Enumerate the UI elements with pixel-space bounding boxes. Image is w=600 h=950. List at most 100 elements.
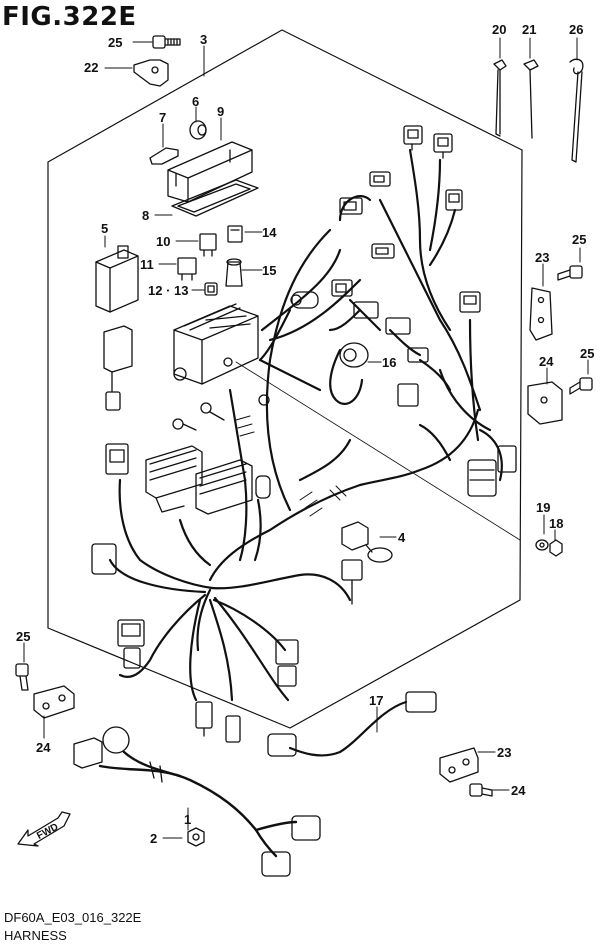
callout-23-lower: 23	[497, 745, 511, 760]
callout-26: 26	[569, 22, 583, 37]
connector-left-2	[105, 443, 129, 475]
callout-15: 15	[262, 263, 276, 278]
callout-10: 10	[156, 234, 170, 249]
callout-11: 11	[140, 257, 154, 272]
harness-17	[267, 691, 437, 757]
connector-right-1	[397, 383, 419, 407]
callout-3: 3	[200, 32, 207, 47]
connector-low-4	[225, 715, 241, 743]
figure-title: FIG.322E	[2, 2, 137, 32]
bracket-23-lower	[439, 747, 479, 783]
connector-right-3	[497, 445, 517, 473]
callout-19: 19	[536, 500, 550, 515]
connector-top-1	[403, 125, 423, 151]
callout-8: 8	[142, 208, 149, 223]
callout-14: 14	[262, 225, 277, 240]
callout-6: 6	[192, 94, 199, 109]
callout-23: 23	[535, 250, 549, 265]
callout-25-right-1: 25	[572, 232, 586, 247]
cap-15	[225, 258, 243, 287]
connector-low-2	[275, 639, 299, 687]
callout-1: 1	[184, 812, 191, 827]
callout-5: 5	[101, 221, 108, 236]
washer-19	[535, 539, 549, 551]
big-connector-1	[145, 445, 203, 513]
tie-21	[523, 59, 539, 139]
sensor-plug	[290, 291, 319, 309]
figure-name: HARNESS	[4, 928, 67, 943]
connector-low-5	[341, 559, 363, 605]
bolt-25-right-2	[569, 377, 593, 395]
harness-wires	[108, 148, 503, 702]
harness-tape	[235, 415, 347, 517]
clip-left	[91, 543, 117, 575]
callout-24-left: 24	[36, 740, 51, 755]
nut-2	[187, 827, 205, 847]
sensor-16	[339, 342, 369, 368]
tie-26	[569, 58, 584, 163]
callout-18: 18	[549, 516, 563, 531]
nut-18	[549, 539, 563, 557]
callout-21: 21	[522, 22, 536, 37]
connector-top-2	[433, 133, 453, 159]
bolt-25-right-1	[557, 265, 583, 281]
connector-right-2	[467, 459, 497, 497]
fuse-12-13	[204, 282, 218, 296]
ground-ring-2	[200, 402, 225, 421]
callout-17: 17	[369, 693, 383, 708]
connector-top-5	[445, 189, 463, 211]
gasket-8	[171, 179, 259, 217]
bracket-24-left	[33, 685, 75, 719]
figure-code: DF60A_E03_016_322E	[4, 910, 142, 925]
connector-low-3	[195, 701, 213, 737]
callout-24-lower: 24	[511, 783, 526, 798]
relay-5	[95, 245, 139, 313]
small-connector-center	[255, 475, 271, 499]
connector-mid-3	[459, 291, 481, 313]
callout-22: 22	[84, 60, 98, 75]
relay-10	[199, 233, 217, 257]
callout-25: 25	[108, 35, 122, 50]
relay-11	[177, 257, 197, 281]
ground-ring-1	[172, 418, 197, 431]
sub-harness-1	[73, 726, 321, 877]
sensor-4	[341, 521, 393, 563]
callout-25-left: 25	[16, 629, 30, 644]
fusebox-cover-9	[167, 141, 253, 203]
connector-top-3	[369, 171, 391, 187]
connector-mid-1	[371, 243, 395, 259]
fwd-arrow-icon: FWD	[17, 811, 71, 847]
big-connector-2	[195, 459, 253, 515]
connector-low-1	[117, 619, 145, 669]
connector-left-1	[103, 325, 133, 411]
grommet-6	[189, 120, 207, 140]
callout-labels: 25 22 3 6 9 7 8 5 10 14 11 15 12 · 13 16…	[16, 22, 594, 846]
callout-12-13: 12 · 13	[148, 283, 188, 298]
callout-24-right: 24	[539, 354, 554, 369]
harness-fusebox	[173, 303, 259, 385]
bolt-25-top	[152, 35, 181, 49]
clip-7	[149, 147, 179, 165]
tie-20	[493, 59, 507, 137]
callout-7: 7	[159, 110, 166, 125]
bracket-24-right	[527, 381, 563, 425]
assembly-outline	[47, 29, 523, 729]
bracket-23-right	[529, 287, 553, 341]
bracket-22	[133, 59, 169, 87]
callout-25-right-2: 25	[580, 346, 594, 361]
leader-lines	[23, 37, 589, 839]
callout-2: 2	[150, 831, 157, 846]
callout-16: 16	[382, 355, 396, 370]
fwd-label: FWD	[35, 822, 60, 842]
callout-9: 9	[217, 104, 224, 119]
relay-14	[227, 225, 243, 243]
callout-4: 4	[398, 530, 406, 545]
bolt-25-left	[15, 663, 29, 691]
connector-mid-2	[331, 279, 353, 297]
connector-top-4	[339, 197, 363, 215]
callout-20: 20	[492, 22, 506, 37]
bolt-24-lower	[469, 783, 493, 797]
connector-cluster	[353, 301, 429, 363]
ground-ring-3	[258, 394, 270, 406]
